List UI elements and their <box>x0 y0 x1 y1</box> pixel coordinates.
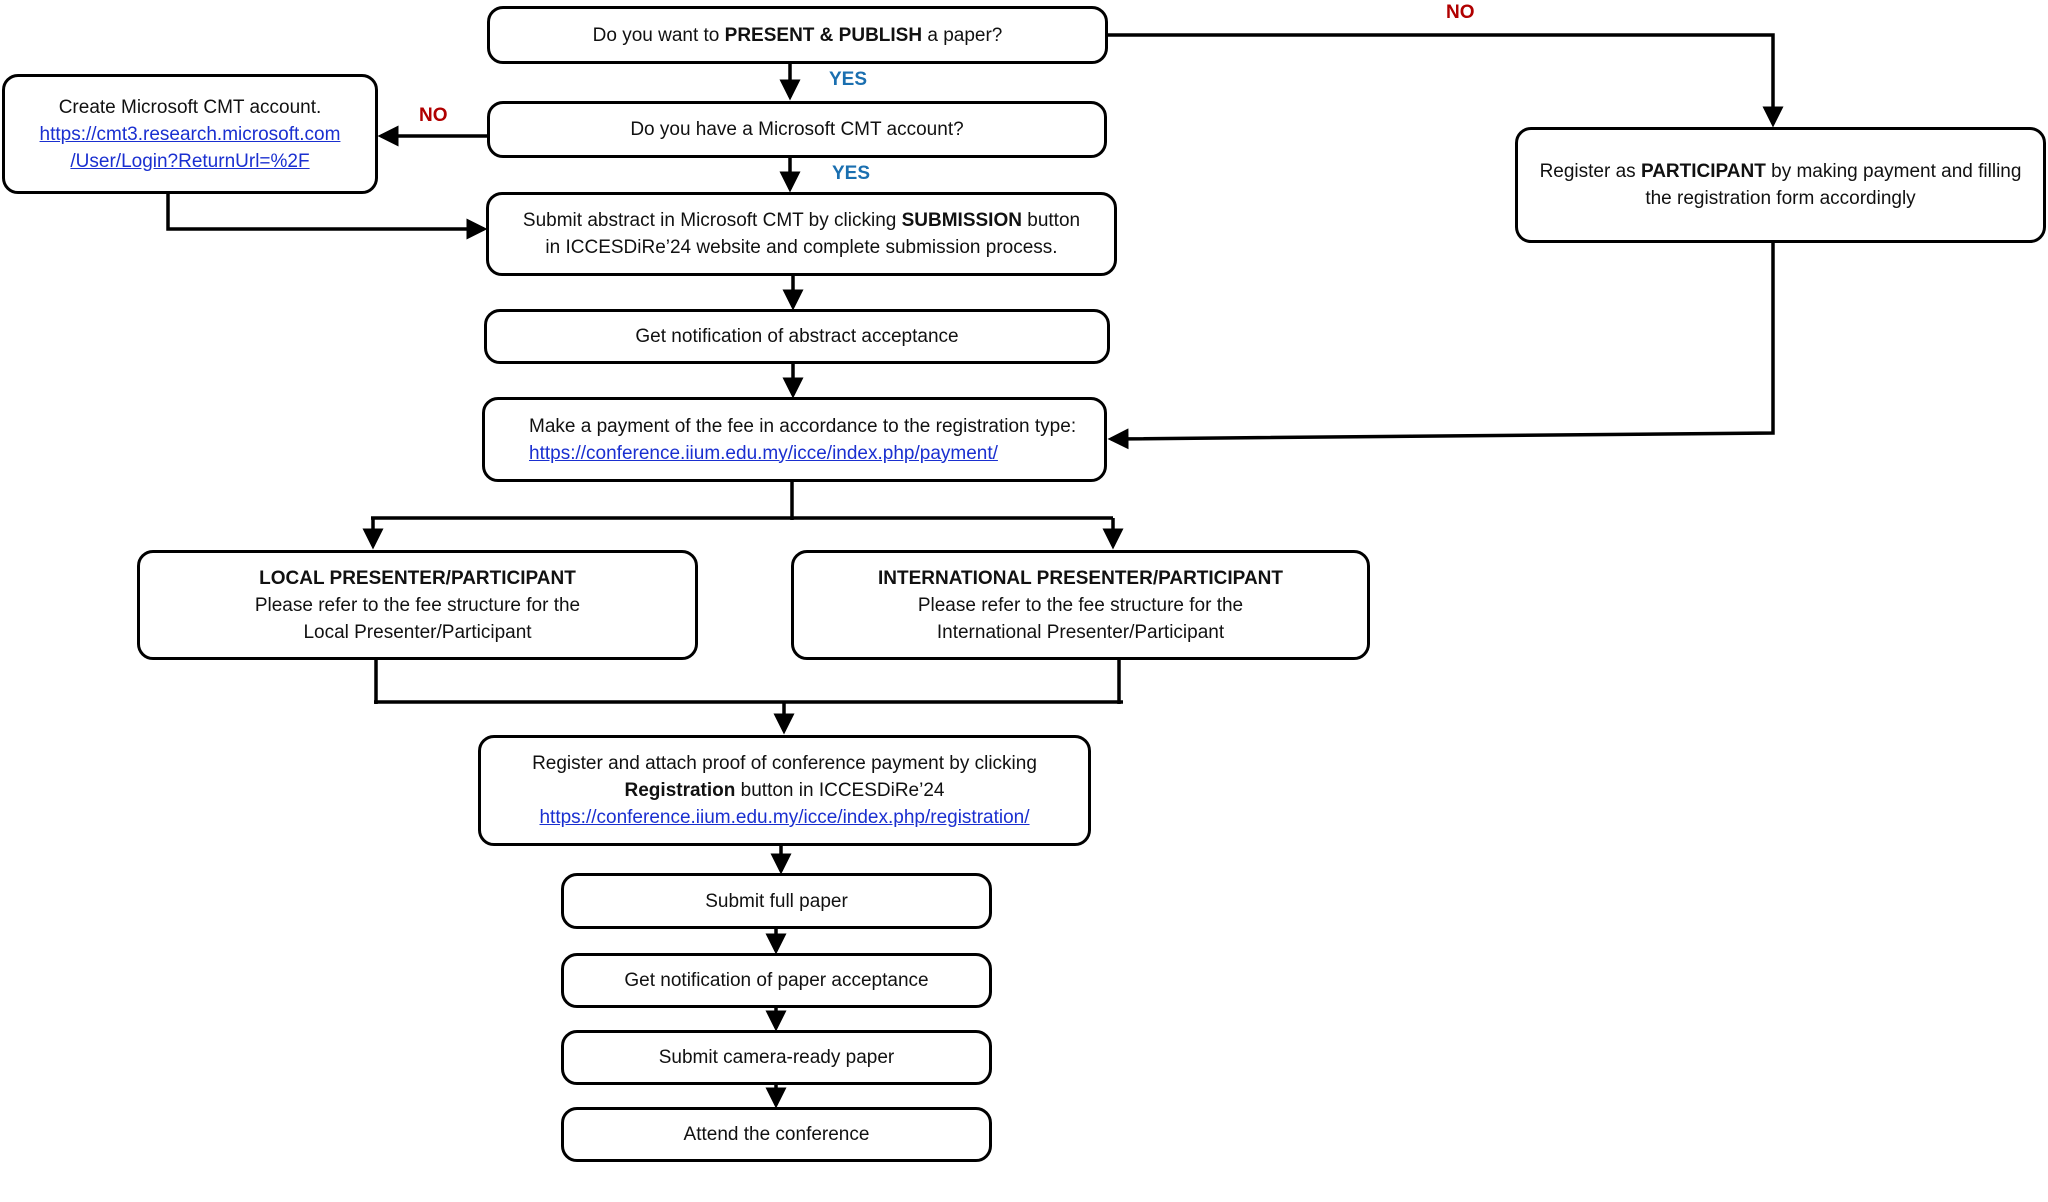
cmt-account-question: Do you have a Microsoft CMT account? <box>487 101 1107 158</box>
submit-abstract: Submit abstract in Microsoft CMT by clic… <box>486 192 1117 276</box>
paper-acceptance-notification: Get notification of paper acceptance <box>561 953 992 1008</box>
international-presenter-participant: INTERNATIONAL PRESENTER/PARTICIPANT Plea… <box>791 550 1370 660</box>
yes-label-cmt: YES <box>829 69 868 90</box>
present-publish-question: Do you want to PRESENT & PUBLISH a paper… <box>487 6 1108 64</box>
payment-link[interactable]: https://conference.iium.edu.my/icce/inde… <box>529 442 998 464</box>
attend-conference: Attend the conference <box>561 1107 992 1162</box>
registration-link[interactable]: https://conference.iium.edu.my/icce/inde… <box>539 807 1030 828</box>
local-presenter-participant: LOCAL PRESENTER/PARTICIPANT Please refer… <box>137 550 698 660</box>
submit-camera-ready-paper: Submit camera-ready paper <box>561 1030 992 1085</box>
create-cmt-account: Create Microsoft CMT account. https://cm… <box>2 74 378 194</box>
no-label-create-cmt: NO <box>419 105 448 126</box>
register-as-participant: Register as PARTICIPANT by making paymen… <box>1515 127 2046 243</box>
abstract-acceptance-notification: Get notification of abstract acceptance <box>484 309 1110 364</box>
cmt-login-link[interactable]: https://cmt3.research.microsoft.com <box>39 123 341 145</box>
no-label-participant: NO <box>1446 2 1475 23</box>
yes-label-submit: YES <box>832 163 871 184</box>
submit-full-paper: Submit full paper <box>561 873 992 929</box>
arrow-participant-to-payment <box>1107 243 1775 450</box>
register-attach-proof: Register and attach proof of conference … <box>478 735 1091 846</box>
arrow-no-to-participant <box>1107 33 1784 128</box>
cmt-login-link-continued[interactable]: /User/Login?ReturnUrl=%2F <box>70 150 310 172</box>
arrow-create-to-submit <box>166 194 488 240</box>
make-payment: Make a payment of the fee in accordance … <box>482 397 1107 482</box>
